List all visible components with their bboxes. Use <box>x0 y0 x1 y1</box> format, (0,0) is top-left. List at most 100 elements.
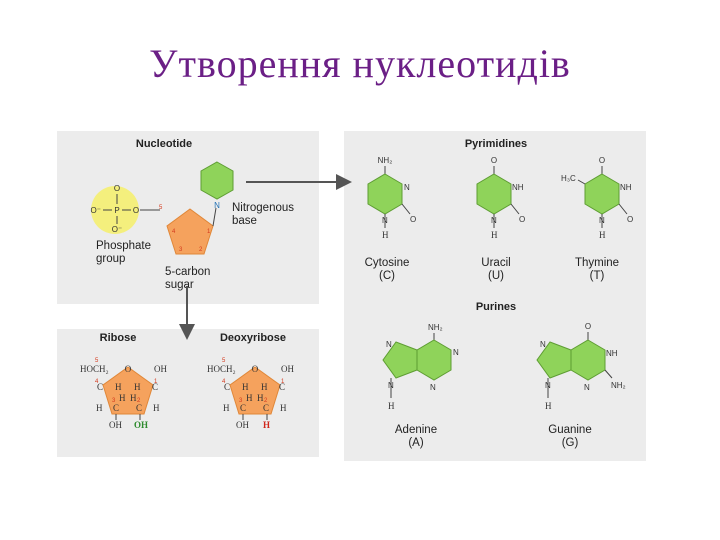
ribose-hoch2: HOCH₂ <box>80 364 109 374</box>
deoxyribose-c4: C <box>224 382 230 392</box>
deoxyribose-num-1: 1 <box>281 379 285 385</box>
ribose-ring <box>102 366 154 415</box>
guanine-h: H <box>545 401 552 411</box>
guanine-abbr: (G) <box>562 437 579 449</box>
thymine-h: H <box>599 230 606 240</box>
deoxyribose-c1: C <box>279 382 285 392</box>
deoxyribose-ring <box>229 366 281 415</box>
adenine-nh2: NH₂ <box>428 323 443 332</box>
nucleotide-header: Nucleotide <box>136 138 192 150</box>
cytosine-structure <box>367 166 411 228</box>
base-hexagon <box>200 161 234 200</box>
deoxyribose-header: Deoxyribose <box>220 332 286 344</box>
adenine-n1: N <box>453 348 459 357</box>
uracil-nh: NH <box>512 183 524 192</box>
sugar-pentagon <box>166 208 214 255</box>
phosphate-label-1: Phosphate <box>96 240 151 252</box>
deoxyribose-h2: H <box>257 393 264 403</box>
deoxyribose-h4: H <box>242 382 249 392</box>
phosphate-label-2: group <box>96 253 125 265</box>
guanine-n9: N <box>545 381 551 390</box>
purines-header: Purines <box>476 301 516 313</box>
guanine-o: O <box>585 322 591 331</box>
cytosine-ring-n: N <box>382 216 388 225</box>
deoxyribose-num-2: 2 <box>264 398 268 404</box>
adenine-n9: N <box>388 381 394 390</box>
deoxyribose-h1: H <box>261 382 268 392</box>
adenine-name: Adenine <box>395 424 437 436</box>
phosphate-o-minus: O⁻ <box>91 206 101 215</box>
guanine-nh2: NH₂ <box>611 381 626 390</box>
sugar-num-1: 1 <box>207 229 211 235</box>
adenine-structure <box>382 333 452 398</box>
cytosine-o: O <box>410 215 416 224</box>
uracil-ring-n: N <box>491 216 497 225</box>
deoxyribose-h-left: H <box>223 403 230 413</box>
base-n-atom: N <box>214 201 220 210</box>
thymine-methyl: H₃C <box>561 174 576 183</box>
cytosine-abbr: (C) <box>379 270 395 282</box>
deoxyribose-num-4: 4 <box>222 379 226 385</box>
phosphate-o-right: O <box>133 206 139 215</box>
page-title: Утворення нуклеотидів <box>149 41 571 86</box>
deoxyribose-o: O <box>252 364 259 374</box>
ribose-o: O <box>125 364 132 374</box>
deoxyribose-num-3: 3 <box>239 398 243 404</box>
cytosine-name: Cytosine <box>365 257 410 269</box>
guanine-n3: N <box>584 383 590 392</box>
ribose-num-4: 4 <box>95 379 99 385</box>
ribose-h3: H <box>119 393 126 403</box>
deoxyribose-c2: C <box>263 403 269 413</box>
base-label-1: Nitrogenous <box>232 202 294 214</box>
adenine-abbr: (A) <box>408 437 424 449</box>
guanine-structure <box>536 332 613 398</box>
sugar-num-5: 5 <box>159 205 163 211</box>
deoxyribose-h-bottom-right: H <box>263 420 270 430</box>
guanine-n7: N <box>540 340 546 349</box>
ribose-c1: C <box>152 382 158 392</box>
phosphate-o-bottom: O⁻ <box>112 225 122 234</box>
thymine-ring-n: N <box>599 216 605 225</box>
uracil-h: H <box>491 230 498 240</box>
ribose-h-right: H <box>153 403 160 413</box>
cytosine-h: H <box>382 230 389 240</box>
thymine-abbr: (T) <box>590 270 605 282</box>
phosphate-o-top: O <box>114 184 120 193</box>
sugar-label-2: sugar <box>165 279 194 291</box>
sugar-num-2: 2 <box>199 247 203 253</box>
ribose-h4: H <box>115 382 122 392</box>
deoxyribose-num-5: 5 <box>222 358 226 364</box>
deoxyribose-c3: C <box>240 403 246 413</box>
thymine-nh: NH <box>620 183 632 192</box>
ribose-c2: C <box>136 403 142 413</box>
phosphate-p: P <box>114 206 119 215</box>
ribose-num-2: 2 <box>137 398 141 404</box>
cytosine-n: N <box>404 183 410 192</box>
ribose-oh-bottom-left: OH <box>109 420 122 430</box>
ribose-num-1: 1 <box>154 379 158 385</box>
ribose-h1: H <box>134 382 141 392</box>
deoxyribose-oh-top: OH <box>281 364 294 374</box>
pyrimidines-header: Pyrimidines <box>465 138 527 150</box>
ribose-c4: C <box>97 382 103 392</box>
adenine-n7: N <box>386 340 392 349</box>
uracil-name: Uracil <box>481 257 510 269</box>
adenine-h: H <box>388 401 395 411</box>
ribose-c3: C <box>113 403 119 413</box>
uracil-abbr: (U) <box>488 270 504 282</box>
thymine-name: Thymine <box>575 257 619 269</box>
cytosine-nh2: NH₂ <box>378 156 393 165</box>
sugar-num-3: 3 <box>179 247 183 253</box>
guanine-nh: NH <box>606 349 618 358</box>
uracil-structure <box>476 166 520 228</box>
ribose-num-5: 5 <box>95 358 99 364</box>
ribose-header: Ribose <box>100 332 137 344</box>
uracil-o-top: O <box>491 156 497 165</box>
ribose-h2: H <box>130 393 137 403</box>
base-label-2: base <box>232 215 257 227</box>
ribose-num-3: 3 <box>112 398 116 404</box>
deoxyribose-hoch2: HOCH₂ <box>207 364 236 374</box>
thymine-o-top: O <box>599 156 605 165</box>
adenine-n3: N <box>430 383 436 392</box>
